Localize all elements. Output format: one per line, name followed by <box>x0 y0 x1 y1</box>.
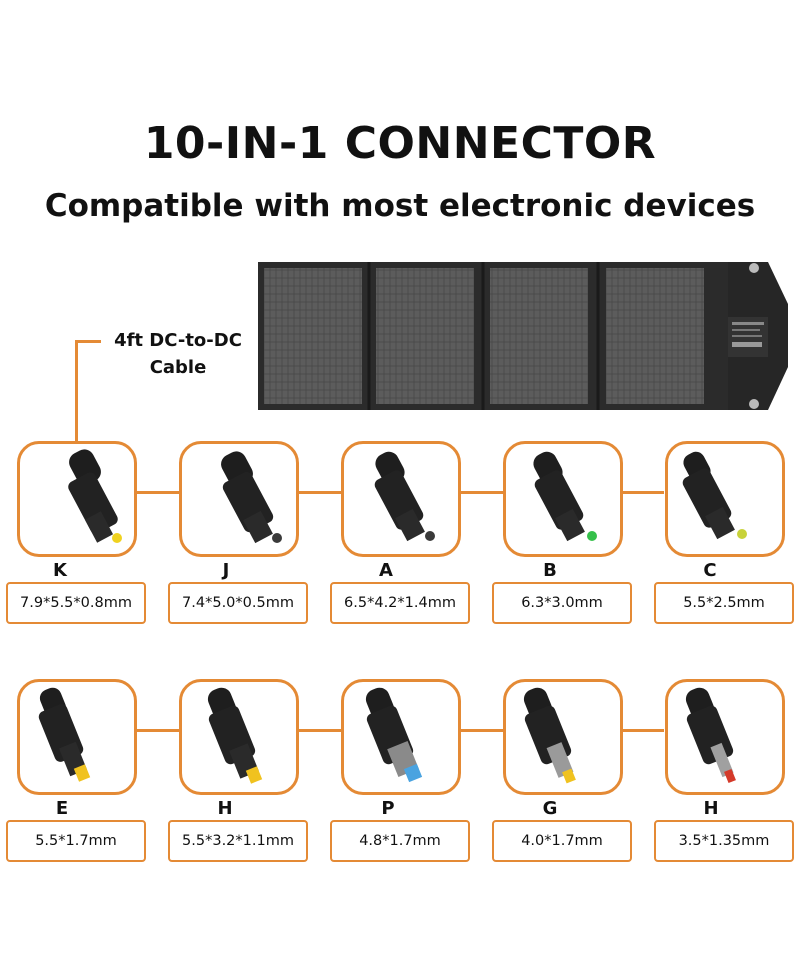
page-subtitle: Compatible with most electronic devices <box>44 188 756 224</box>
connector-h-image <box>179 679 299 795</box>
page-title: 10-IN-1 CONNECTOR <box>143 118 657 169</box>
connector-a-letter: A <box>379 560 393 581</box>
connector-j-image <box>179 441 299 557</box>
connector-e-letter: E <box>55 798 69 819</box>
connector-b-spec: 6.3*3.0mm <box>492 582 632 624</box>
connector-e-image <box>17 679 137 795</box>
connector-k-image <box>17 441 137 557</box>
connector-j-spec: 7.4*5.0*0.5mm <box>168 582 308 624</box>
connector-c-spec: 5.5*2.5mm <box>654 582 794 624</box>
connector-p-spec: 4.8*1.7mm <box>330 820 470 862</box>
connector-h2-letter: H <box>703 798 719 819</box>
connector-g-image <box>503 679 623 795</box>
connector-p-letter: P <box>381 798 395 819</box>
cable-label-line-1: 4ft DC-to-DC <box>114 330 242 351</box>
connector-a-image <box>341 441 461 557</box>
connector-a-spec: 6.5*4.2*1.4mm <box>330 582 470 624</box>
connector-g-spec: 4.0*1.7mm <box>492 820 632 862</box>
connector-j-letter: J <box>222 560 230 581</box>
cable-label: 4ft DC-to-DC Cable <box>98 327 258 381</box>
connector-h-spec: 5.5*3.2*1.1mm <box>168 820 308 862</box>
connector-h2-spec: 3.5*1.35mm <box>654 820 794 862</box>
connector-h2-image <box>665 679 785 795</box>
connector-e-spec: 5.5*1.7mm <box>6 820 146 862</box>
cable-line-horizontal <box>75 340 101 343</box>
connector-c-image <box>665 441 785 557</box>
solar-panel-image <box>258 262 788 416</box>
connector-k-spec: 7.9*5.5*0.8mm <box>6 582 146 624</box>
connector-p-image <box>341 679 461 795</box>
cable-label-line-2: Cable <box>149 357 207 378</box>
connector-b-letter: B <box>543 560 557 581</box>
connector-g-letter: G <box>542 798 558 819</box>
connector-k-letter: K <box>53 560 67 581</box>
cable-line-vertical <box>75 340 78 444</box>
tip-k <box>112 533 122 543</box>
connector-h-letter: H <box>217 798 233 819</box>
connector-c-letter: C <box>703 560 717 581</box>
connector-b-image <box>503 441 623 557</box>
